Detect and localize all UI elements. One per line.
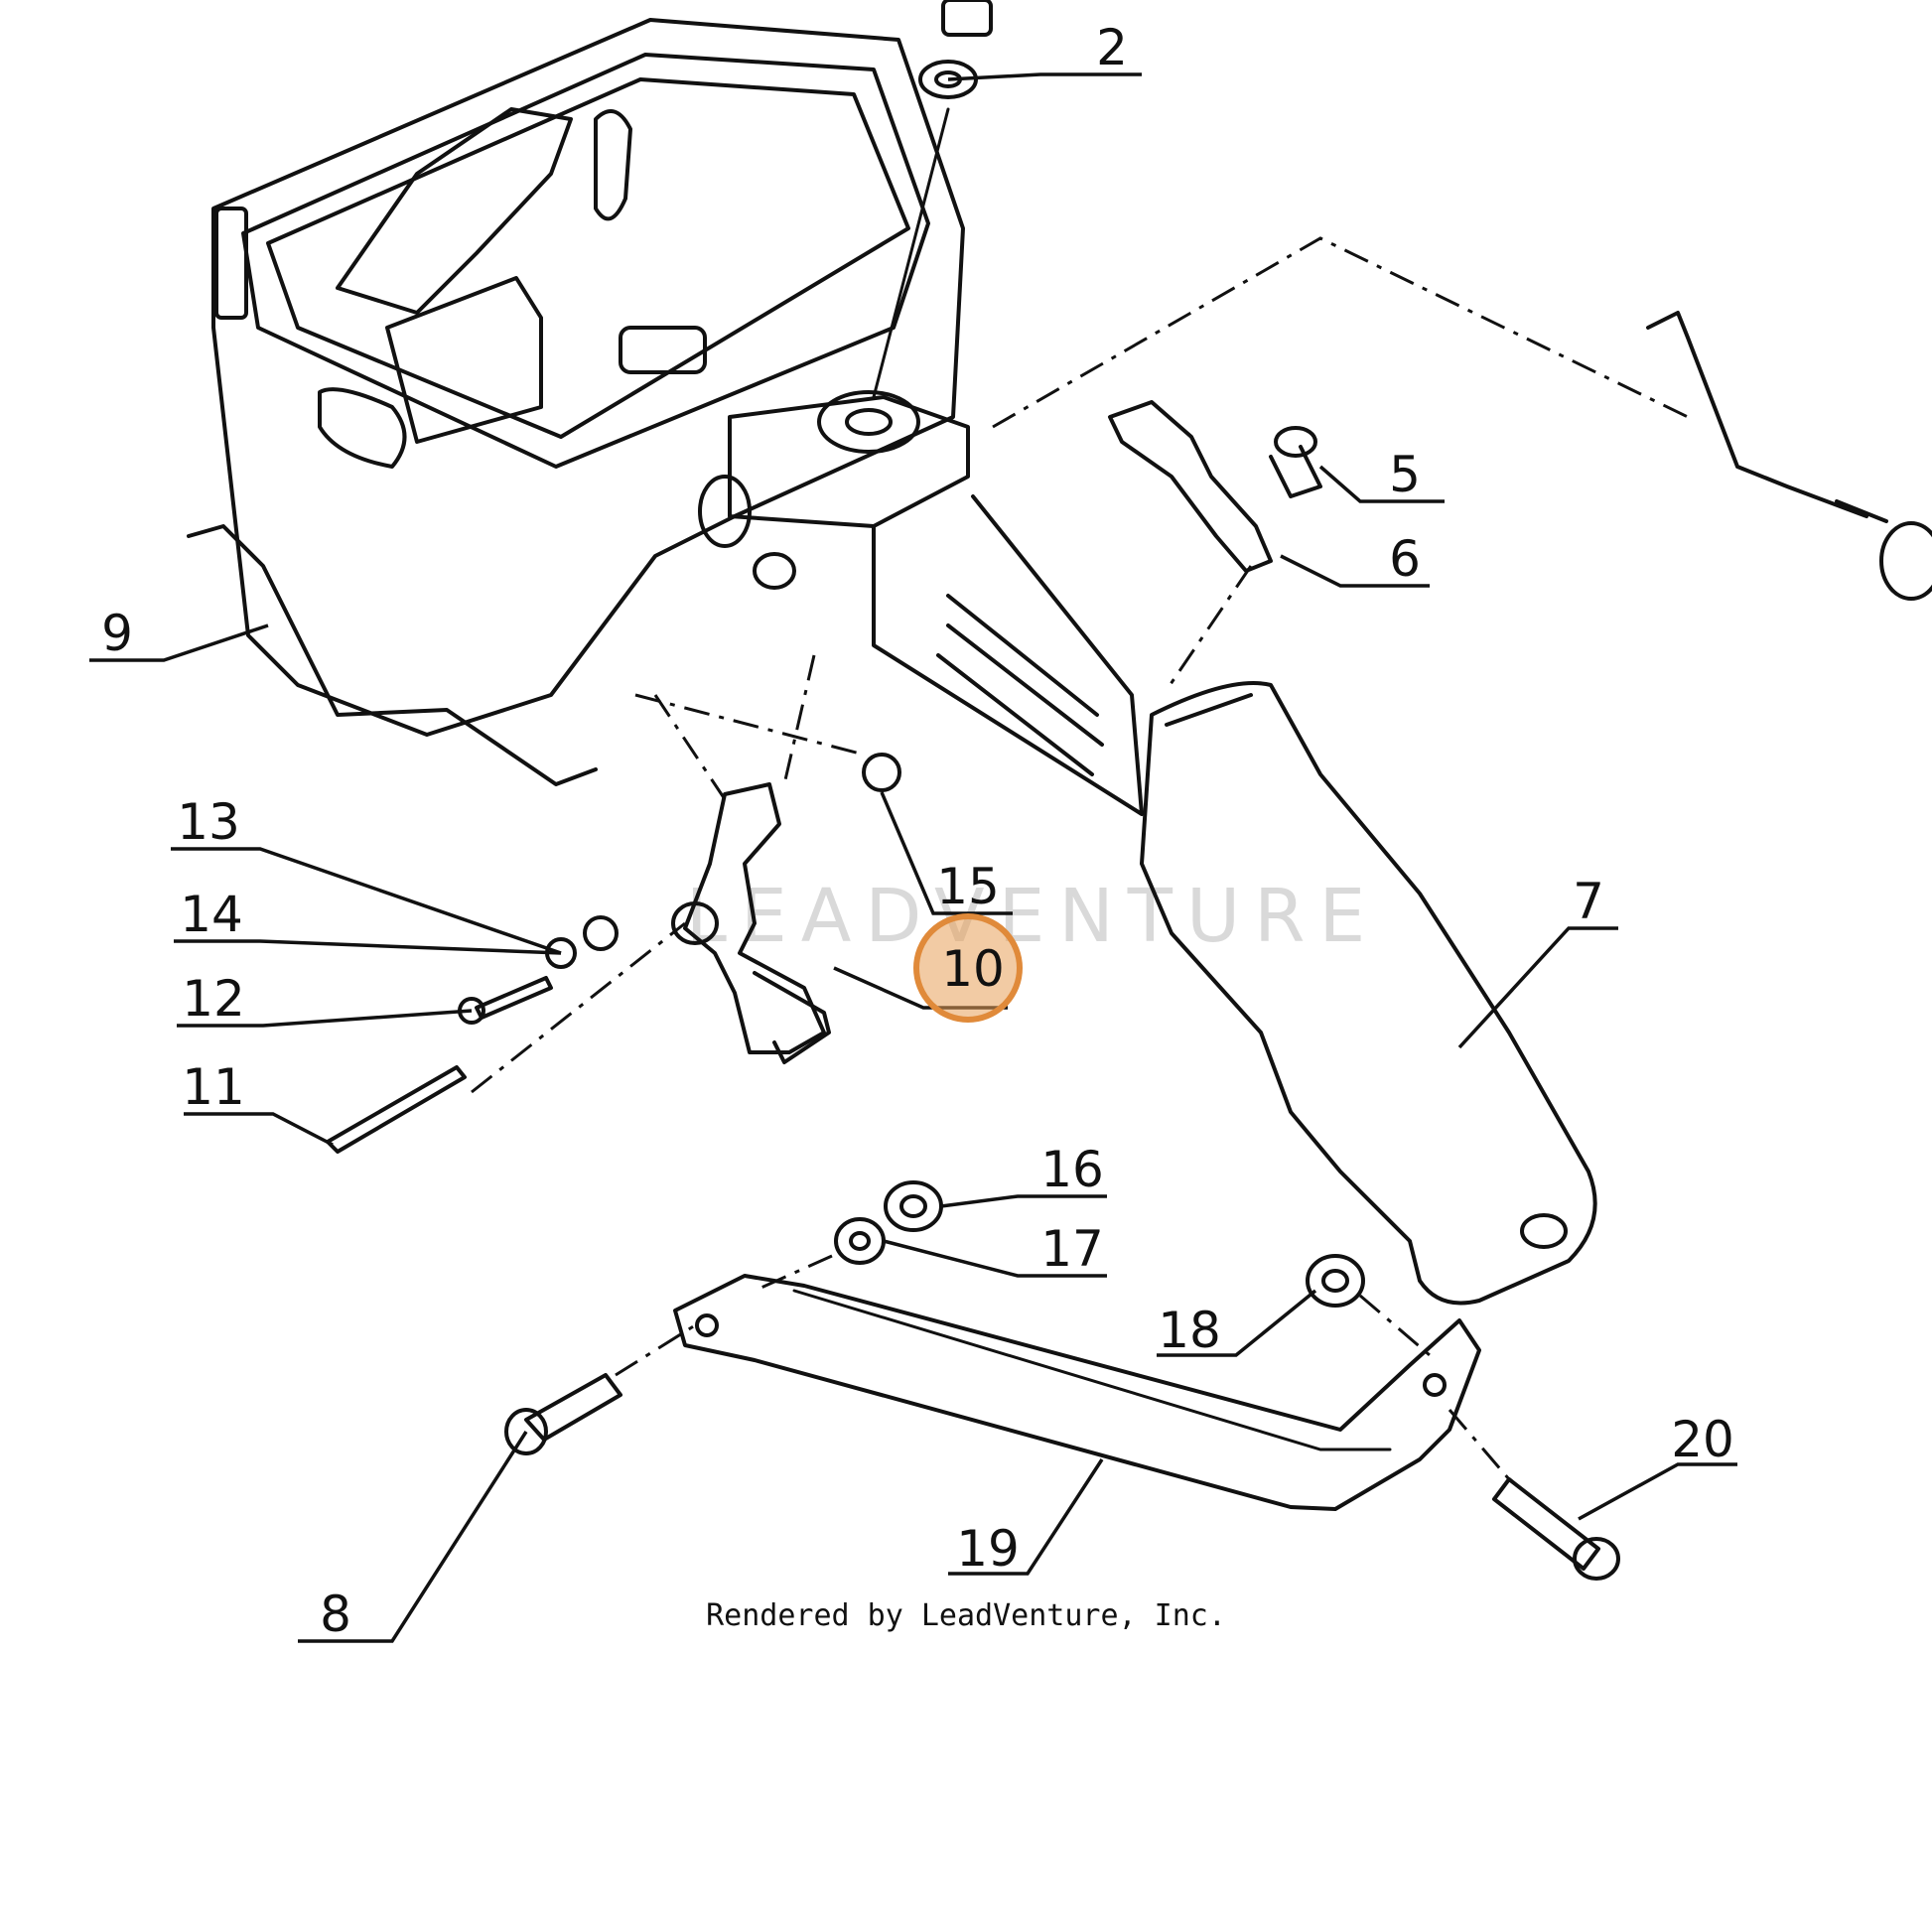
callout-label-2: 2 — [1096, 19, 1128, 76]
part-10-lever — [671, 782, 831, 1064]
callout-2[interactable]: 2 — [1096, 19, 1128, 76]
callout-9[interactable]: 9 — [101, 605, 133, 662]
callout-label-13: 13 — [177, 793, 240, 851]
callout-6[interactable]: 6 — [1389, 530, 1421, 588]
callout-18[interactable]: 18 — [1158, 1302, 1221, 1359]
callout-label-17: 17 — [1040, 1220, 1104, 1278]
callout-7[interactable]: 7 — [1573, 873, 1604, 930]
callout-label-15: 15 — [936, 858, 1000, 915]
watermark-text: LEADVENTURE — [686, 874, 1380, 959]
callout-label-11: 11 — [182, 1058, 245, 1116]
callout-leaders — [89, 72, 1737, 1643]
footer-credit: Rendered by LeadVenture, Inc. — [706, 1598, 1226, 1633]
callout-8[interactable]: 8 — [320, 1586, 351, 1643]
callout-19[interactable]: 19 — [956, 1520, 1020, 1578]
callout-label-14: 14 — [180, 886, 243, 943]
callout-5[interactable]: 5 — [1389, 446, 1421, 503]
tank-housing — [211, 18, 1144, 816]
callout-14[interactable]: 14 — [180, 886, 243, 943]
part-7-handle — [1140, 681, 1597, 1306]
callout-15[interactable]: 15 — [936, 858, 1000, 915]
dash-lines — [634, 236, 1689, 800]
part-9-wire — [187, 524, 598, 786]
callout-11[interactable]: 11 — [182, 1058, 245, 1116]
callout-label-5: 5 — [1389, 446, 1421, 503]
callout-label-8: 8 — [320, 1586, 351, 1643]
callout-label-16: 16 — [1040, 1141, 1104, 1198]
callouts: 2 5 6 7 8 9 10 11 12 13 14 — [101, 19, 1734, 1643]
callout-13[interactable]: 13 — [177, 793, 240, 851]
callout-10[interactable]: 10 — [913, 913, 1023, 1023]
callout-label-10: 10 — [941, 940, 1005, 998]
callout-label-7: 7 — [1573, 873, 1604, 930]
part-5-6-bracket — [1108, 400, 1322, 691]
callout-label-12: 12 — [182, 970, 245, 1028]
callout-16[interactable]: 16 — [1040, 1141, 1104, 1198]
callout-label-18: 18 — [1158, 1302, 1221, 1359]
callout-label-9: 9 — [101, 605, 133, 662]
linkage-rod — [1646, 311, 1932, 601]
callout-label-6: 6 — [1389, 530, 1421, 588]
callout-label-19: 19 — [956, 1520, 1020, 1578]
callout-20[interactable]: 20 — [1671, 1411, 1734, 1468]
callout-12[interactable]: 12 — [182, 970, 245, 1028]
parts-11-15-hardware — [326, 654, 901, 1154]
part-19-bar — [673, 1274, 1481, 1511]
part-2-cap — [872, 0, 993, 399]
callout-label-20: 20 — [1671, 1411, 1734, 1468]
parts-8-16-17-18-20 — [504, 1180, 1620, 1581]
callout-10-highlight — [913, 913, 1023, 1023]
callout-17[interactable]: 17 — [1040, 1220, 1104, 1278]
